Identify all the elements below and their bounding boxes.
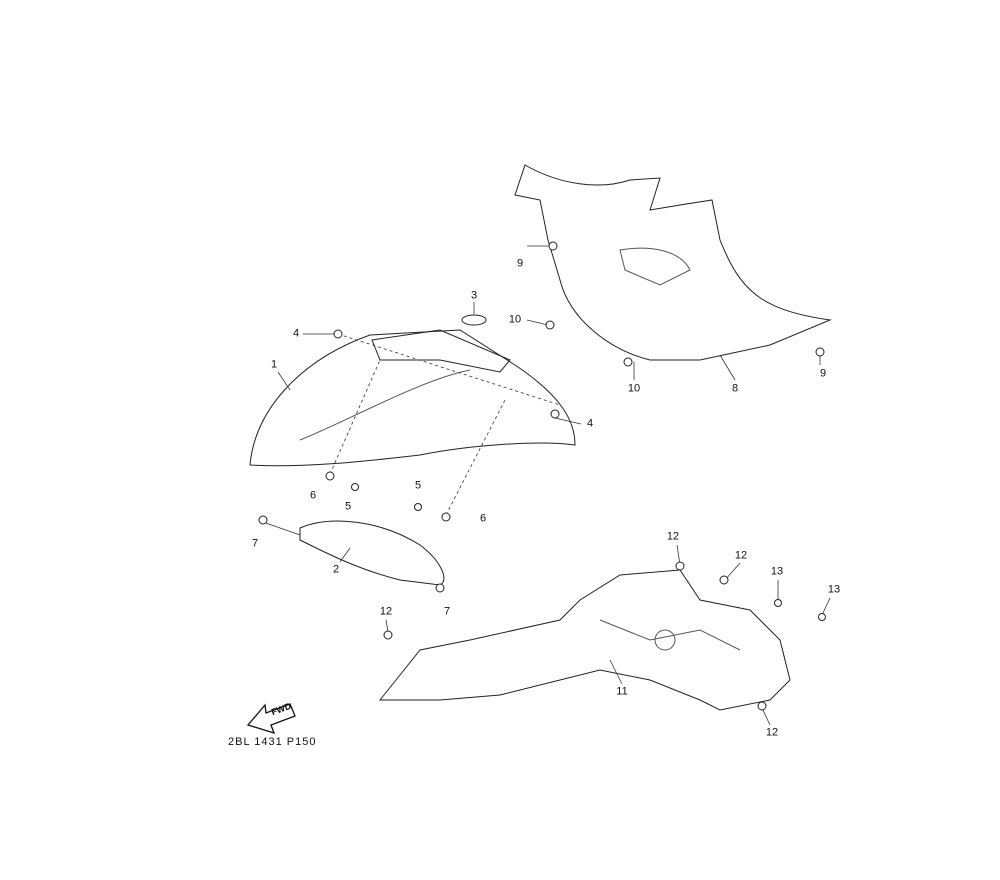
bolt-icon (258, 515, 268, 525)
callout-6: 6 (479, 512, 487, 525)
callout-8: 8 (731, 382, 739, 395)
front-fender-inner (371, 329, 511, 373)
bolt-icon (675, 561, 685, 571)
callout-7: 7 (443, 605, 451, 618)
callout-4: 4 (292, 327, 300, 340)
bolt-icon (719, 575, 729, 585)
bolt-icon (325, 471, 335, 481)
callout-7: 7 (251, 537, 259, 550)
callout-4: 4 (586, 417, 594, 430)
bolt-icon (414, 503, 422, 511)
grommet-part (461, 314, 487, 326)
bolt-icon (818, 613, 826, 621)
callout-10: 10 (627, 382, 641, 395)
bolt-icon (757, 701, 767, 711)
bolt-icon (545, 320, 555, 330)
callout-5: 5 (344, 500, 352, 513)
callout-12: 12 (765, 726, 779, 739)
diagram-caption: 2BL 1431 P150 (228, 736, 317, 748)
callout-9: 9 (819, 367, 827, 380)
bolt-icon (435, 583, 445, 593)
callout-13: 13 (827, 583, 841, 596)
front-fender-part (249, 329, 576, 467)
callout-10: 10 (508, 313, 522, 326)
bolt-icon (774, 599, 782, 607)
bolt-icon (550, 409, 560, 419)
callout-12: 12 (734, 549, 748, 562)
callout-6: 6 (309, 489, 317, 502)
callout-1: 1 (270, 358, 278, 371)
bolt-icon (383, 630, 393, 640)
bolt-icon (351, 483, 359, 491)
callout-11: 11 (616, 685, 628, 698)
fender-cover-part (299, 520, 445, 586)
bolt-icon (548, 241, 558, 251)
callout-3: 3 (470, 289, 478, 302)
callout-13: 13 (770, 565, 784, 578)
callout-2: 2 (332, 563, 340, 576)
bolt-icon (333, 329, 343, 339)
under-cover-part (378, 569, 791, 711)
callout-5: 5 (414, 479, 422, 492)
callout-12: 12 (379, 605, 393, 618)
bolt-icon (623, 357, 633, 367)
inner-panel-part (514, 164, 832, 361)
callout-12: 12 (666, 530, 680, 543)
fwd-arrow-icon (246, 703, 296, 735)
bolt-icon (441, 512, 451, 522)
bolt-icon (815, 347, 825, 357)
callout-9: 9 (516, 257, 524, 270)
